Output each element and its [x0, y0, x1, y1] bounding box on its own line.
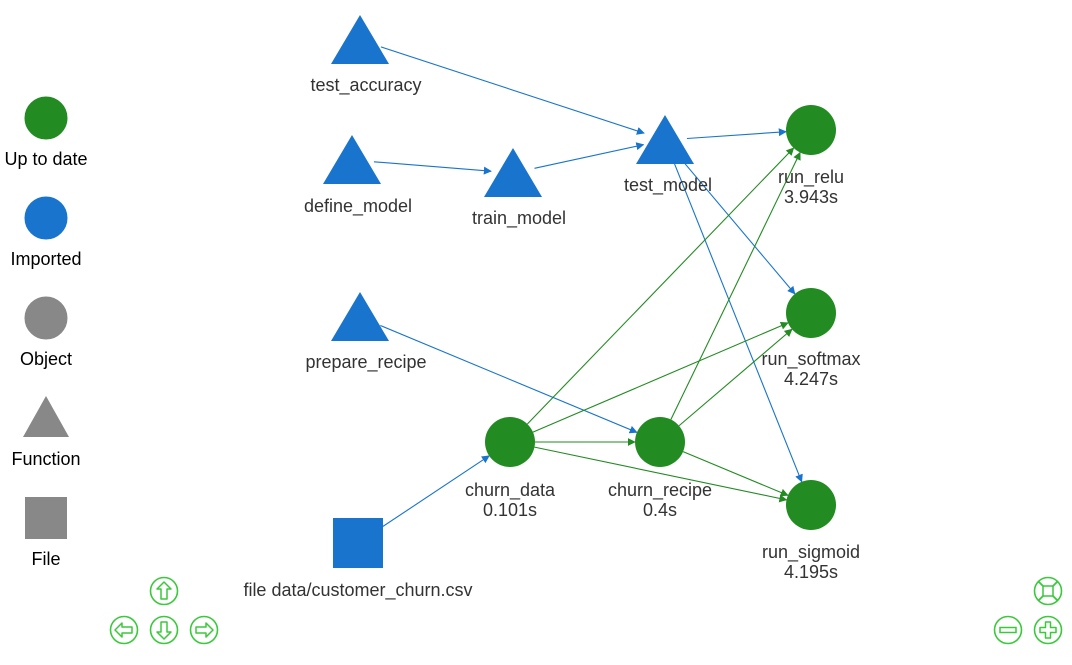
- node-run_sigmoid-label: run_sigmoid: [762, 542, 860, 563]
- node-test_model[interactable]: test_model: [624, 115, 712, 196]
- legend-imported-label: Imported: [10, 249, 81, 269]
- legend-item-function: Function: [11, 396, 81, 469]
- legend-object-label: Object: [20, 349, 72, 369]
- node-churn_recipe-circle-symbol[interactable]: [635, 417, 685, 467]
- zoom-in-nav-button[interactable]: [1033, 615, 1063, 645]
- edge-churn_recipe-to-run_softmax: [678, 328, 793, 427]
- node-define_model-triangle-symbol[interactable]: [323, 135, 381, 184]
- node-test_accuracy-triangle-symbol[interactable]: [331, 15, 389, 64]
- edge-test_accuracy-to-test_model: [380, 46, 645, 135]
- node-prepare_recipe-triangle-symbol[interactable]: [331, 292, 389, 341]
- node-test_accuracy-label: test_accuracy: [310, 75, 421, 96]
- node-file_csv-square-symbol[interactable]: [333, 518, 383, 568]
- edge-test_model-to-run_softmax: [678, 156, 796, 295]
- up-nav-button[interactable]: [149, 576, 179, 606]
- fit-nav-button[interactable]: [1033, 576, 1063, 606]
- node-test_accuracy[interactable]: test_accuracy: [310, 15, 422, 96]
- node-churn_recipe-time: 0.4s: [643, 500, 677, 520]
- zoom-out-icon: [999, 626, 1017, 634]
- legend-up-to-date-label: Up to date: [4, 149, 87, 169]
- node-define_model-label: define_model: [304, 196, 412, 217]
- edge-test_model-to-run_sigmoid: [672, 160, 803, 483]
- down-nav-button[interactable]: [149, 615, 179, 645]
- node-churn_data-circle-symbol[interactable]: [485, 417, 535, 467]
- node-run_sigmoid-circle-symbol[interactable]: [786, 480, 836, 530]
- node-churn_data-label: churn_data: [465, 480, 556, 501]
- node-train_model-triangle-symbol[interactable]: [484, 148, 542, 197]
- node-run_relu-circle-symbol[interactable]: [786, 105, 836, 155]
- node-run_relu-label: run_relu: [778, 167, 844, 188]
- edge-churn_recipe-to-run_relu: [670, 151, 801, 420]
- legend-item-imported: Imported: [10, 196, 82, 269]
- node-churn_recipe-label: churn_recipe: [608, 480, 712, 501]
- edge-churn_recipe-to-run_sigmoid: [682, 451, 789, 497]
- node-run_sigmoid-time: 4.195s: [784, 562, 838, 582]
- legend-imported-circle-symbol: [24, 196, 68, 240]
- right-nav-button[interactable]: [189, 615, 219, 645]
- node-prepare_recipe[interactable]: prepare_recipe: [305, 292, 427, 373]
- zoom-out-nav-button[interactable]: [993, 615, 1023, 645]
- node-run_softmax-time: 4.247s: [784, 369, 838, 389]
- edge-prepare_recipe-to-churn_recipe: [380, 324, 638, 434]
- arrow-right-icon: [195, 622, 214, 638]
- left-nav-button[interactable]: [109, 615, 139, 645]
- edge-churn_data-to-run_sigmoid: [534, 446, 788, 503]
- node-file_csv[interactable]: file data/customer_churn.csv: [243, 518, 473, 601]
- node-run_relu-time: 3.943s: [784, 187, 838, 207]
- legend-item-up-to-date: Up to date: [4, 96, 88, 169]
- edge-file_csv-to-churn_data: [379, 455, 490, 530]
- legend-item-object: Object: [20, 296, 72, 369]
- edge-churn_data-to-run_softmax: [532, 322, 789, 433]
- legend-file-label: File: [31, 549, 60, 569]
- arrow-left-icon: [114, 622, 133, 638]
- arrow-up-icon: [156, 581, 172, 600]
- arrow-down-icon: [156, 621, 172, 640]
- zoom-in-icon: [1039, 621, 1057, 639]
- node-test_model-label: test_model: [624, 175, 712, 196]
- edges: [373, 46, 803, 530]
- node-train_model[interactable]: train_model: [472, 148, 566, 229]
- node-prepare_recipe-label: prepare_recipe: [305, 352, 426, 373]
- node-run_softmax-circle-symbol[interactable]: [786, 288, 836, 338]
- edge-define_model-to-train_model: [373, 161, 492, 175]
- node-test_model-triangle-symbol[interactable]: [636, 115, 694, 164]
- legend-up-to-date-circle-symbol: [24, 96, 68, 140]
- legend-object-circle-symbol: [24, 296, 68, 340]
- navigation-controls: [109, 576, 1063, 645]
- legend-file-square-symbol: [25, 497, 67, 539]
- edge-test_model-to-run_relu: [686, 128, 787, 140]
- legend-function-triangle-symbol: [23, 396, 69, 437]
- node-define_model[interactable]: define_model: [304, 135, 412, 217]
- node-churn_data-time: 0.101s: [483, 500, 537, 520]
- legend-function-label: Function: [11, 449, 80, 469]
- node-file_csv-label: file data/customer_churn.csv: [243, 580, 472, 601]
- edge-churn_data-to-run_relu: [526, 147, 795, 425]
- zoom-extend-icon: [1038, 581, 1058, 601]
- nodes: test_accuracy define_model train_model test…: [243, 15, 861, 601]
- node-train_model-label: train_model: [472, 208, 566, 229]
- node-run_softmax-label: run_softmax: [761, 349, 860, 370]
- legend-item-file: File: [25, 497, 67, 569]
- edge-train_model-to-test_model: [534, 142, 645, 169]
